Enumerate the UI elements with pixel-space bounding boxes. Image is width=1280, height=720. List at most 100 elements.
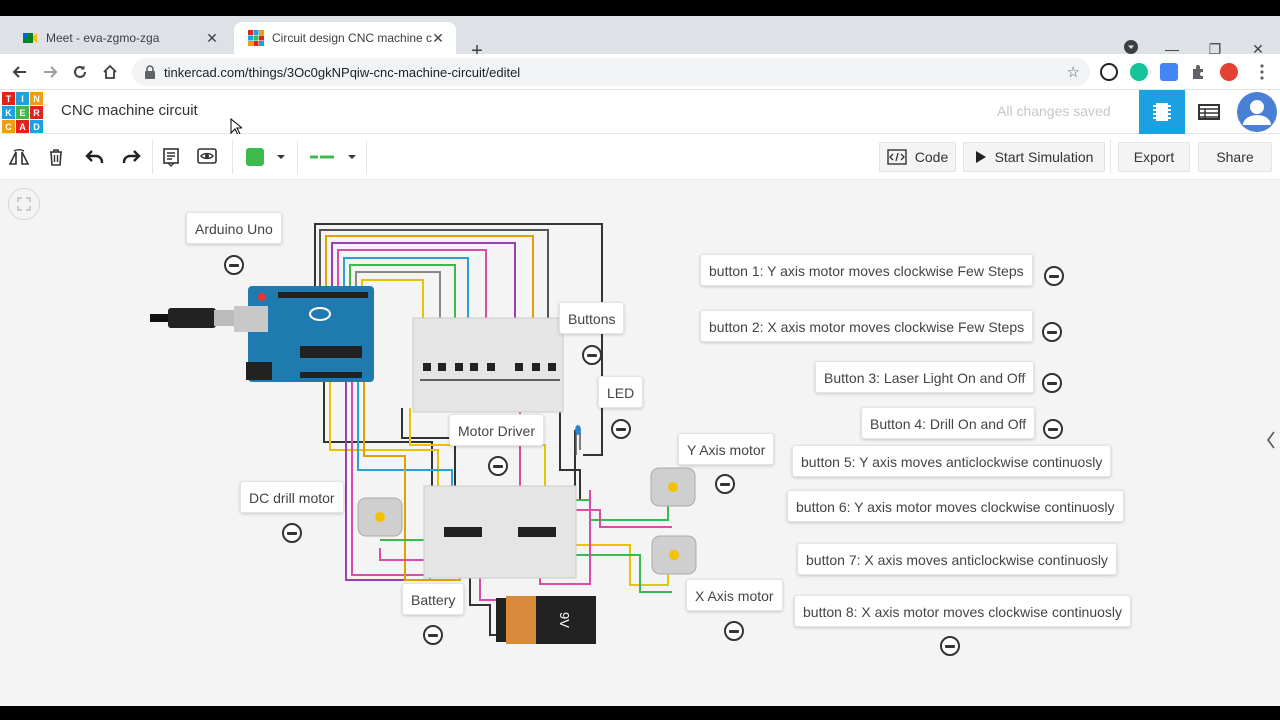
note-button-8[interactable]: button 8: X axis motor moves clockwise c…: [794, 595, 1132, 627]
screenshot-extension-icon[interactable]: [1160, 63, 1178, 81]
label-collapse-icon[interactable]: [611, 419, 631, 439]
code-button[interactable]: Code: [879, 142, 956, 172]
wire-type-picker[interactable]: [305, 146, 361, 168]
toolbar-divider: [297, 140, 298, 174]
window-close-button[interactable]: ✕: [1252, 41, 1264, 57]
editor-toolbar: Code Start Simulation Export Share: [0, 134, 1280, 180]
x-axis-motor-shape: [651, 535, 697, 575]
color-picker[interactable]: [241, 146, 291, 168]
notes-button[interactable]: [160, 146, 182, 168]
save-status: All changes saved: [997, 103, 1111, 119]
note-button-3[interactable]: Button 3: Laser Light On and Off: [815, 361, 1035, 393]
chevron-down-icon: [1124, 40, 1138, 54]
restore-button[interactable]: ❐: [1208, 41, 1222, 57]
user-avatar[interactable]: [1234, 90, 1280, 134]
label-collapse-icon[interactable]: [582, 345, 602, 365]
start-simulation-button[interactable]: Start Simulation: [963, 142, 1105, 172]
note-collapse-icon[interactable]: [940, 636, 960, 656]
back-button[interactable]: [8, 60, 32, 84]
rotate-button[interactable]: [8, 146, 30, 168]
label-y-axis-motor[interactable]: Y Axis motor: [678, 433, 775, 465]
note-collapse-icon[interactable]: [1042, 322, 1062, 342]
circuit-drawing: 9V: [150, 223, 697, 644]
note-button-6[interactable]: button 6: Y axis motor moves clockwise c…: [787, 490, 1124, 522]
note-collapse-icon[interactable]: [1044, 266, 1064, 286]
label-collapse-icon[interactable]: [724, 621, 744, 641]
share-button[interactable]: Share: [1198, 142, 1272, 172]
tab-tinkercad[interactable]: Circuit design CNC machine circu ✕: [234, 22, 456, 54]
code-icon: [887, 149, 907, 165]
extension-red-icon[interactable]: [1220, 63, 1238, 81]
label-buttons[interactable]: Buttons: [559, 302, 625, 334]
toolbar-divider: [232, 140, 233, 174]
puzzle-icon: [1193, 65, 1203, 79]
label-collapse-icon[interactable]: [488, 456, 508, 476]
meet-favicon-icon: [23, 33, 37, 43]
side-panel-handle[interactable]: [1262, 420, 1280, 460]
note-collapse-icon[interactable]: [1042, 373, 1062, 393]
grammarly-icon[interactable]: [1130, 63, 1148, 81]
profile-dropdown-icon[interactable]: [1118, 38, 1144, 60]
table-icon: [1198, 104, 1220, 120]
url-text: tinkercad.com/things/3Oc0gkNPqiw-cnc-mac…: [164, 64, 521, 80]
delete-button[interactable]: [45, 146, 67, 168]
y-axis-motor-shape: [650, 467, 696, 507]
label-motor-driver[interactable]: Motor Driver: [449, 414, 545, 446]
close-icon[interactable]: ✕: [432, 30, 444, 46]
label-collapse-icon[interactable]: [423, 625, 443, 645]
label-collapse-icon[interactable]: [715, 474, 735, 494]
chevron-down-icon: [277, 155, 285, 159]
component-list-button[interactable]: [1186, 90, 1232, 134]
browser-tabstrip: Meet - eva-zgmo-zga ✕ Circuit design CNC…: [0, 16, 1280, 62]
dc-drill-motor-shape: [357, 497, 403, 537]
forward-button[interactable]: [38, 60, 62, 84]
chevron-left-icon: [1267, 431, 1275, 449]
note-button-2[interactable]: button 2: X axis motor moves clockwise F…: [700, 310, 1034, 342]
close-icon[interactable]: ✕: [206, 30, 218, 46]
project-title[interactable]: CNC machine circuit: [61, 102, 198, 119]
undo-button[interactable]: [84, 146, 106, 168]
reload-icon: [74, 65, 86, 78]
note-icon: [163, 148, 179, 167]
extension-sync-icon[interactable]: [1100, 63, 1118, 81]
note-button-5[interactable]: button 5: Y axis moves anticlockwise con…: [792, 445, 1112, 477]
reload-button[interactable]: [68, 60, 92, 84]
new-tab-button[interactable]: +: [471, 40, 483, 62]
circuit-view-button[interactable]: [1139, 90, 1185, 134]
battery-9v: [496, 596, 596, 644]
note-button-4[interactable]: Button 4: Drill On and Off: [861, 407, 1036, 439]
browser-toolbar: tinkercad.com/things/3Oc0gkNPqiw-cnc-mac…: [0, 54, 1280, 90]
note-button-1[interactable]: button 1: Y axis motor moves clockwise F…: [700, 254, 1033, 286]
label-battery[interactable]: Battery: [402, 583, 465, 615]
redo-icon: [122, 150, 141, 163]
home-icon: [103, 64, 117, 79]
notes-visibility-button[interactable]: [196, 146, 218, 168]
fit-view-button[interactable]: [8, 188, 40, 220]
browser-menu-button[interactable]: [1250, 60, 1274, 84]
rotate-icon: [8, 149, 30, 165]
label-collapse-icon[interactable]: [224, 255, 244, 275]
address-bar[interactable]: tinkercad.com/things/3Oc0gkNPqiw-cnc-mac…: [132, 58, 1090, 86]
circuit-canvas[interactable]: 9V Arduino Uno Buttons LED Motor Driver …: [0, 180, 1280, 706]
toolbar-divider: [366, 140, 367, 174]
label-dc-drill-motor[interactable]: DC drill motor: [240, 481, 344, 513]
redo-button[interactable]: [120, 146, 142, 168]
minimize-button[interactable]: —: [1165, 41, 1179, 57]
undo-icon: [85, 150, 104, 163]
label-collapse-icon[interactable]: [282, 523, 302, 543]
home-button[interactable]: [98, 60, 122, 84]
label-led[interactable]: LED: [598, 376, 644, 408]
note-collapse-icon[interactable]: [1043, 419, 1063, 439]
motor-driver-breadboard: [423, 485, 577, 579]
extensions-puzzle-icon[interactable]: [1190, 63, 1208, 81]
export-button[interactable]: Export: [1118, 142, 1190, 172]
label-arduino-uno[interactable]: Arduino Uno: [186, 212, 282, 244]
note-button-7[interactable]: button 7: X axis moves anticlockwise con…: [797, 543, 1117, 575]
bookmark-star-icon[interactable]: ☆: [1066, 64, 1080, 81]
tab-meet[interactable]: Meet - eva-zgmo-zga ✕: [8, 22, 230, 54]
label-x-axis-motor[interactable]: X Axis motor: [686, 579, 783, 611]
screen-bottom-border: [0, 706, 1280, 720]
